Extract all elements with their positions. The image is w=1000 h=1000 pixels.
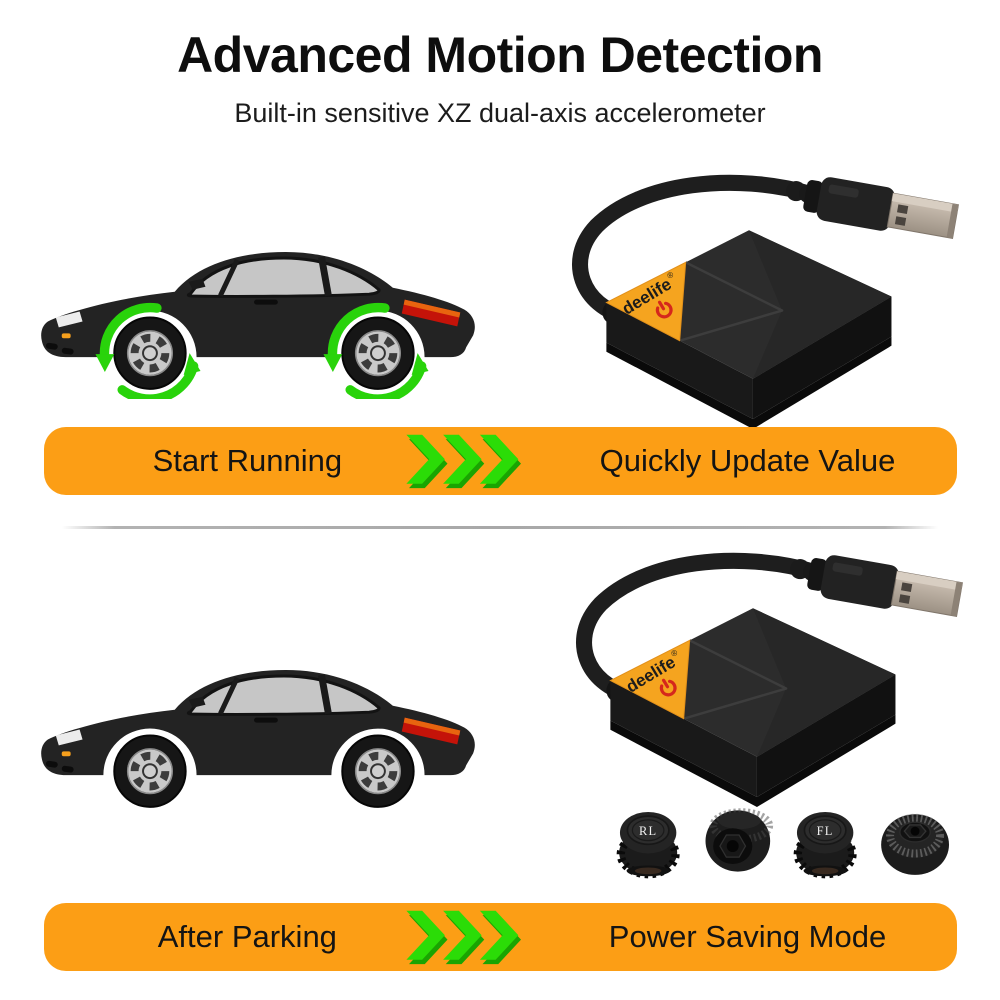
wheel-rotation-arrows-rear <box>323 302 429 399</box>
tpms-usb-receiver-top <box>552 166 984 429</box>
tpms-usb-receiver-bottom <box>556 544 988 807</box>
triple-chevron-right-icon <box>406 909 524 965</box>
tire-sensor-cap-socket <box>697 798 775 884</box>
tire-sensor-caps-row: RL FL <box>610 796 956 884</box>
banner-right-label: Power Saving Mode <box>608 919 887 954</box>
parked-car-illustration <box>32 648 488 817</box>
sensor-cap-label: RL <box>639 824 657 838</box>
tire-sensor-cap-fl: FL <box>787 798 863 884</box>
tire-sensor-cap-ring <box>874 798 956 884</box>
banner-after-parking: After Parking Power Saving Mode <box>44 903 957 971</box>
wheel-rotation-arrows-front <box>95 302 201 399</box>
banner-left-label: After Parking <box>157 919 337 954</box>
page-title: Advanced Motion Detection <box>177 27 823 83</box>
section-divider <box>62 526 938 529</box>
banner-right-label: Quickly Update Value <box>599 443 896 478</box>
tire-sensor-cap-rl: RL <box>610 798 686 884</box>
page-subtitle: Built-in sensitive XZ dual-axis accelero… <box>234 98 766 128</box>
banner-start-running: Start Running Quickly Update Value <box>44 427 957 495</box>
sensor-cap-label: FL <box>816 824 833 838</box>
banner-left-label: Start Running <box>152 443 343 478</box>
moving-car-illustration <box>32 230 488 399</box>
triple-chevron-right-icon <box>406 433 524 489</box>
